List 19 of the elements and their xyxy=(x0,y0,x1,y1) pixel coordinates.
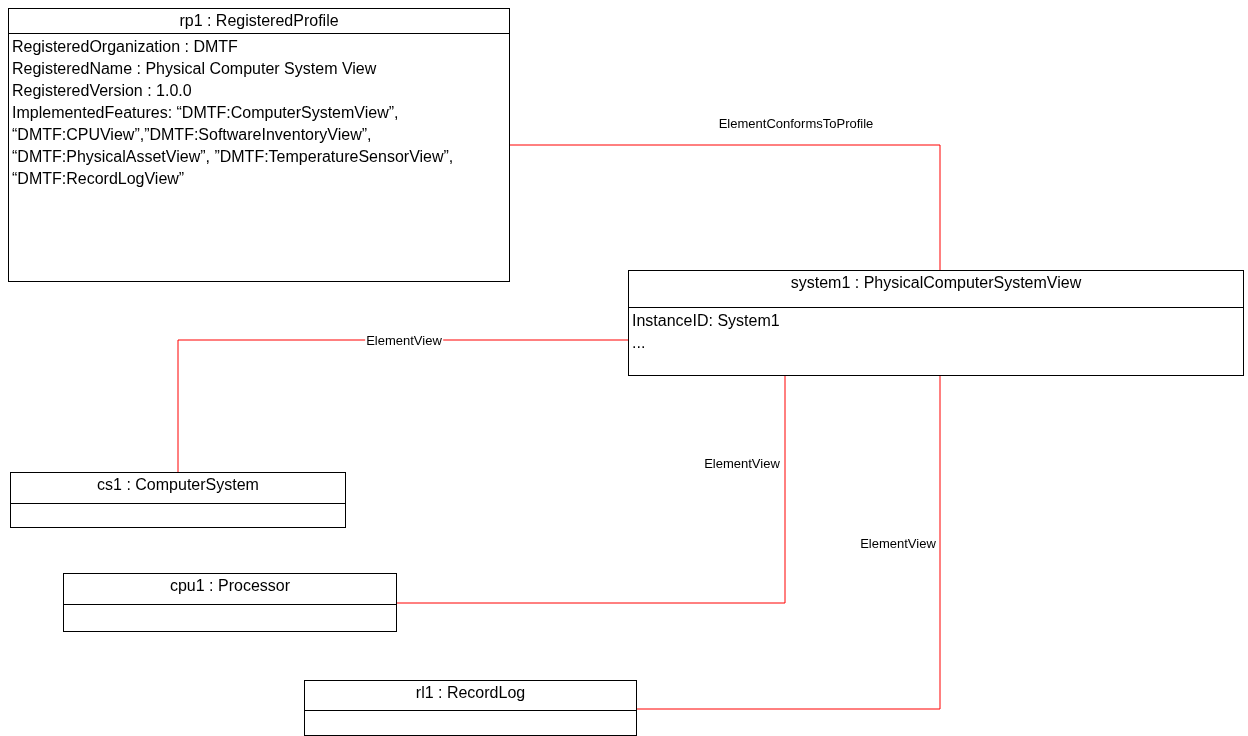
object-name: cpu1 : Processor xyxy=(64,574,396,605)
object-box xyxy=(8,8,510,282)
connector-line xyxy=(509,144,941,271)
object-name: cs1 : ComputerSystem xyxy=(11,473,345,504)
object-box xyxy=(10,472,346,528)
object-box xyxy=(628,270,1244,376)
object-name: rl1 : RecordLog xyxy=(305,681,636,711)
attribute-text: RegisteredVersion : 1.0.0 xyxy=(11,81,193,101)
connector-line xyxy=(636,375,941,710)
object-name: rp1 : RegisteredProfile xyxy=(9,9,509,34)
object-name: system1 : PhysicalComputerSystemView xyxy=(629,271,1243,308)
attribute-text: RegisteredName : Physical Computer System View xyxy=(11,59,378,79)
object-box xyxy=(63,573,397,632)
connector-line xyxy=(396,375,786,604)
attribute-text: RegisteredOrganization : DMTF xyxy=(11,37,239,57)
attribute-text: InstanceID: System1 xyxy=(631,311,781,331)
attribute-text: ImplementedFeatures: “DMTF:ComputerSystemView”, “DMTF:CPUView”,”DMTF:SoftwareInventoryView”, “DMTF:PhysicalAssetView”, ”DMTF:TemperatureSensorView”, “DMTF:RecordLogView” xyxy=(11,103,455,189)
object-box xyxy=(304,680,637,736)
attribute-text: ... xyxy=(631,333,647,353)
